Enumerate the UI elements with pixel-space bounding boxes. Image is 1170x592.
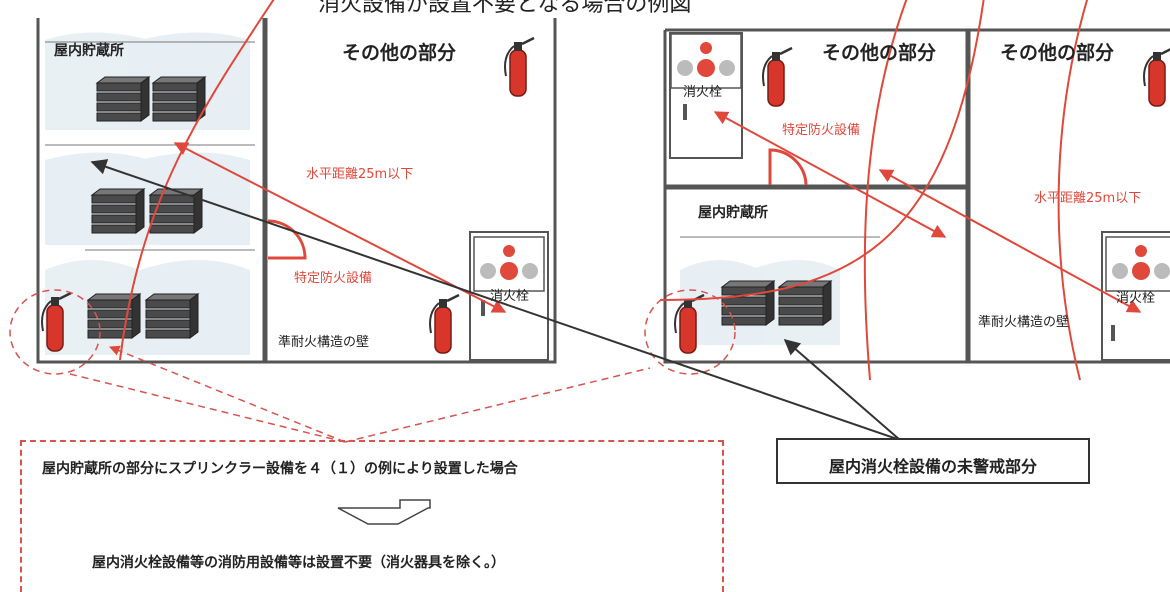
right-other-label-2: その他の部分 [1000,42,1115,64]
crate [149,188,203,234]
right-storage-label: 屋内貯蔵所 [698,205,768,221]
figure-title: 消火設備が設置不要となる場合の例図 [318,0,692,17]
right-outer-wall [663,30,1170,364]
right-wall-label: 準耐火構造の壁 [978,315,1070,330]
left-wall-label: 準耐火構造の壁 [278,335,370,350]
down-arrow-icon [337,499,431,525]
right-special-fire-door [768,148,808,186]
left-focus-circle [9,289,101,375]
right-distance-arrow-2 [878,169,1142,313]
left-special-door-label: 特定防火設備 [294,271,373,286]
floor-plans [9,0,1170,525]
left-special-fire-door [267,219,307,260]
left-storage-label: 屋内貯蔵所 [54,43,124,59]
crate [721,280,775,326]
right-special-door-label: 特定防火設備 [782,123,861,138]
right-floor-plan [644,0,1170,381]
condition-box [20,440,724,592]
fire-extinguisher-icon [1142,46,1170,108]
left-distance-label: 水平距離25m以下 [306,167,414,182]
crate [96,76,150,122]
hydrant-icon [473,236,545,292]
hydrant-icon [1105,236,1170,292]
right-hydrant-label: 消火栓 [1116,291,1156,306]
fire-extinguisher-icon [428,293,461,355]
right-focus-circle [644,289,736,375]
left-other-label: その他の部分 [342,42,457,64]
crate [152,76,206,122]
right-hydrant-label-top: 消火栓 [683,85,723,100]
legend-pointer [783,338,901,441]
crate [145,293,199,339]
crate [91,188,145,234]
left-coverage-arc [119,0,275,361]
fire-extinguisher-icon [761,46,794,108]
hydrant-icon [670,33,742,89]
left-hydrant-label: 消火栓 [490,289,530,304]
legend-pointer [90,159,901,441]
legend-label: 屋内消火栓設備の未警戒部分 [828,457,1037,476]
left-distance-arrow [173,142,507,313]
figure: 消火設備が設置不要となる場合の例図 屋内貯蔵所 その他の部分 水平距離25m以下… [9,0,1170,592]
left-floor-plan [9,0,651,443]
condition-text: 屋内貯蔵所の部分にスプリンクラー設備を４（１）の例により設置した場合 [42,461,518,477]
left-outer-wall [36,18,557,364]
fire-extinguisher-icon [503,36,536,98]
legend-box: 屋内消火栓設備の未警戒部分 [776,438,1090,484]
result-text: 屋内消火栓設備等の消防用設備等は設置不要（消火器具を除く。） [92,555,505,571]
right-distance-label: 水平距離25m以下 [1034,191,1142,206]
right-other-label-1: その他の部分 [822,42,937,64]
